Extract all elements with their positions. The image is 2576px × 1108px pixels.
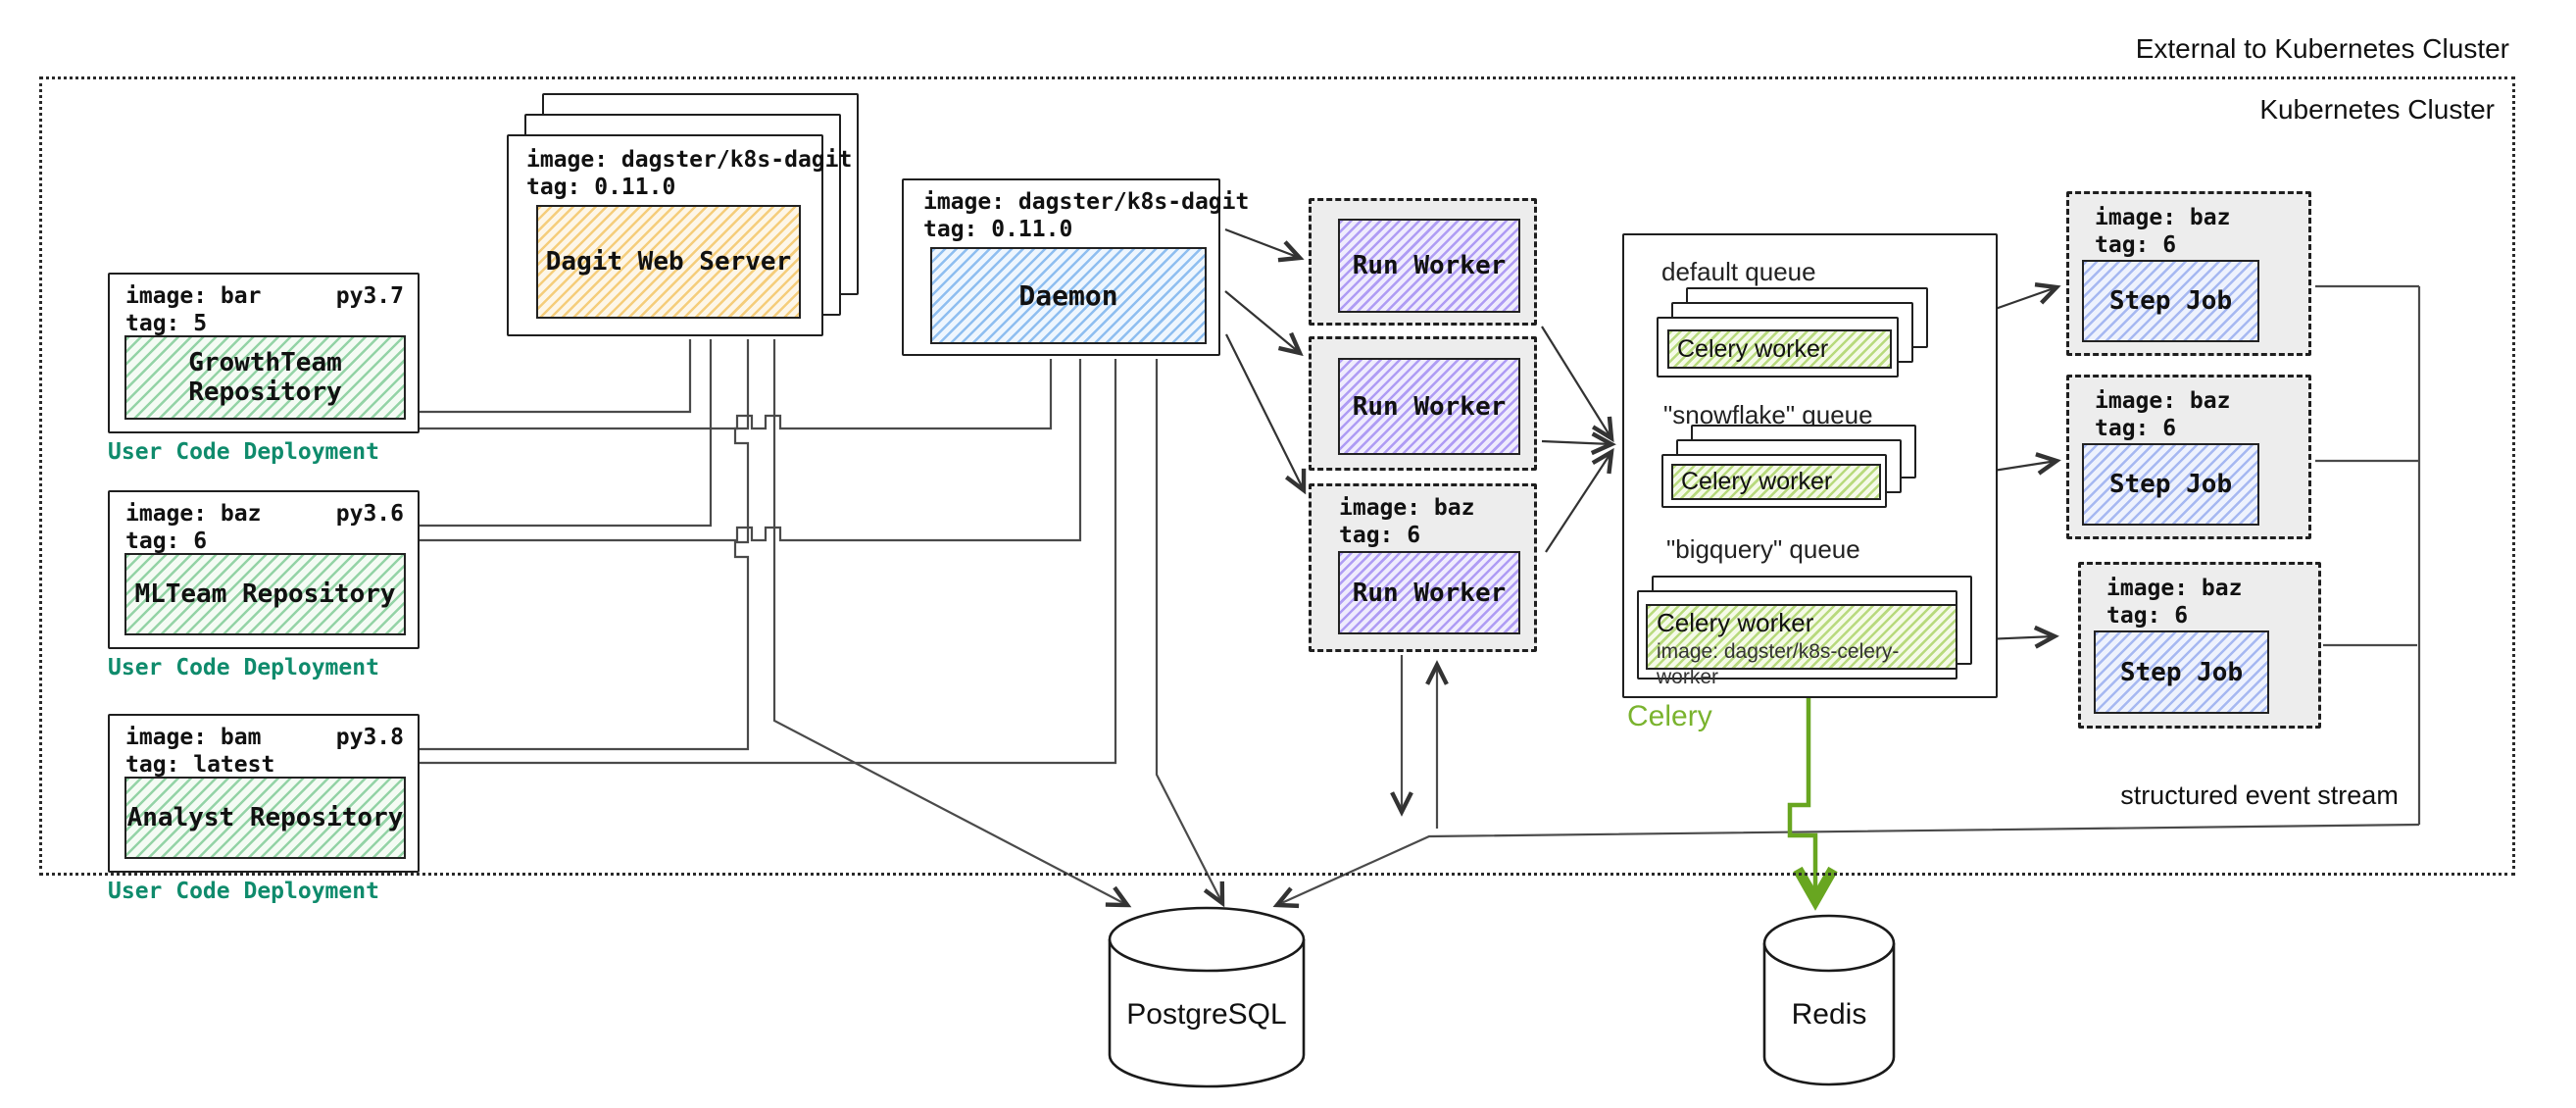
celery-worker-2-label: Celery worker <box>1681 468 1833 495</box>
celery-worker-1-label: Celery worker <box>1677 335 1829 363</box>
repo3-label: Analyst Repository <box>126 803 404 832</box>
step-job-container-1: image: baz tag: 6 Step Job <box>2066 191 2311 356</box>
run-worker-2-label: Run Worker <box>1352 391 1507 422</box>
repo2-node: MLTeam Repository <box>124 553 406 635</box>
dagit-web-server-pod: image: dagster/k8s-dagit tag: 0.11.0 Dag… <box>507 134 852 336</box>
daemon-node: Daemon <box>930 247 1207 344</box>
default-queue-label: default queue <box>1661 257 1816 286</box>
step-job-3-tag-text: tag: 6 <box>2106 603 2189 629</box>
user-code-deployment-1: image: bar py3.7 tag: 5 GrowthTeam Repos… <box>108 273 420 433</box>
redis-cylinder <box>1762 914 1896 1086</box>
user-code-deployment-2: image: baz py3.6 tag: 6 MLTeam Repositor… <box>108 490 420 649</box>
step-job-1-node: Step Job <box>2082 260 2259 342</box>
runworker-to-celery-arrows <box>1541 326 1616 553</box>
grpc-lines <box>417 339 1117 765</box>
dagit-label: Dagit Web Server <box>545 247 792 277</box>
step-job-3-node: Step Job <box>2094 630 2269 714</box>
step-job-2-node: Step Job <box>2082 443 2259 526</box>
run-worker-3-label: Run Worker <box>1352 578 1507 608</box>
repo2-caption: User Code Deployment <box>108 655 379 680</box>
step-job-3-image-text: image: baz <box>2106 576 2243 601</box>
step-job-1-tag-text: tag: 6 <box>2095 232 2177 258</box>
repo1-tag-text: tag: 5 <box>125 311 208 336</box>
repo1-caption: User Code Deployment <box>108 439 379 465</box>
run-worker-3-node: Run Worker <box>1338 551 1520 634</box>
run-worker-2-node: Run Worker <box>1338 358 1520 455</box>
repo3-tag-text: tag: latest <box>125 752 275 778</box>
step-job-3-label: Step Job <box>2119 657 2244 687</box>
kubernetes-cluster-label: Kubernetes Cluster <box>2259 94 2495 125</box>
repo3-image-text: image: bam <box>125 725 262 750</box>
redis-label: Redis <box>1791 998 1867 1031</box>
celery-worker-1-node: Celery worker <box>1667 329 1892 369</box>
repo2-image-text: image: baz <box>125 501 262 527</box>
run-worker-1-label: Run Worker <box>1352 251 1507 280</box>
step-job-container-2: image: baz tag: 6 Step Job <box>2066 375 2311 539</box>
repo1-image-text: image: bar <box>125 283 262 309</box>
external-cluster-label: External to Kubernetes Cluster <box>2135 33 2509 64</box>
run-worker-container-2: Run Worker <box>1309 336 1537 471</box>
repo2-python-text: py3.6 <box>335 501 404 527</box>
celery-worker-2-pod: Celery worker <box>1661 454 1887 508</box>
daemon-tag-text: tag: 0.11.0 <box>923 217 1073 242</box>
event-stream-lines <box>1272 284 2421 909</box>
celery-label: Celery <box>1627 700 1712 732</box>
step-job-2-tag-text: tag: 6 <box>2095 416 2177 441</box>
daemon-pod: image: dagster/k8s-dagit tag: 0.11.0 Dae… <box>902 178 1249 356</box>
event-stream-label: structured event stream <box>2120 781 2399 810</box>
repo1-python-text: py3.7 <box>335 283 404 309</box>
user-code-deployment-3: image: bam py3.8 tag: latest Analyst Rep… <box>108 714 420 873</box>
postgres-lines <box>772 339 1449 908</box>
step-job-2-image-text: image: baz <box>2095 388 2231 414</box>
repo2-label: MLTeam Repository <box>134 579 396 609</box>
daemon-label: Daemon <box>1018 279 1118 312</box>
repo3-python-text: py3.8 <box>335 725 404 750</box>
step-job-1-label: Step Job <box>2108 286 2233 316</box>
repo1-label: GrowthTeam Repository <box>188 348 342 407</box>
repo1-node: GrowthTeam Repository <box>124 335 406 420</box>
dagit-tag-text: tag: 0.11.0 <box>526 175 676 200</box>
step-job-1-image-text: image: baz <box>2095 205 2231 230</box>
postgres-cylinder <box>1108 906 1306 1088</box>
repo2-tag-text: tag: 6 <box>125 529 208 554</box>
dagit-image-text: image: dagster/k8s-dagit <box>526 147 853 173</box>
celery-worker-1-pod: Celery worker <box>1657 317 1899 378</box>
step-job-container-3: image: baz tag: 6 Step Job <box>2078 562 2321 729</box>
postgres-label: PostgreSQL <box>1126 998 1287 1031</box>
dagit-node: Dagit Web Server <box>536 205 801 319</box>
repo3-node: Analyst Repository <box>124 777 406 859</box>
celery-worker-3-image-text: image: dagster/k8s-celery-worker <box>1657 640 1900 688</box>
bigquery-queue-label: "bigquery" queue <box>1666 534 1860 564</box>
run-worker-container-3: image: baz tag: 6 Run Worker <box>1309 483 1537 652</box>
celery-worker-3-pod: Celery worker image: dagster/k8s-celery-… <box>1637 590 1957 688</box>
celery-worker-3-label: Celery worker <box>1657 608 1814 637</box>
run-worker-container-1: Run Worker <box>1309 198 1537 326</box>
run-worker-3-image-text: image: baz <box>1339 495 1475 521</box>
repo3-caption: User Code Deployment <box>108 879 379 904</box>
celery-worker-2-node: Celery worker <box>1671 464 1881 500</box>
celery-to-redis-arrow <box>1787 698 1815 900</box>
daemon-to-runworker-arrows <box>1224 227 1307 495</box>
daemon-image-text: image: dagster/k8s-dagit <box>923 189 1250 215</box>
kubernetes-cluster-border <box>39 76 2515 876</box>
step-job-2-label: Step Job <box>2108 470 2233 499</box>
celery-worker-3-node: Celery worker image: dagster/k8s-celery-… <box>1646 604 1957 688</box>
run-worker-1-node: Run Worker <box>1338 219 1520 313</box>
run-worker-3-tag-text: tag: 6 <box>1339 523 1421 548</box>
